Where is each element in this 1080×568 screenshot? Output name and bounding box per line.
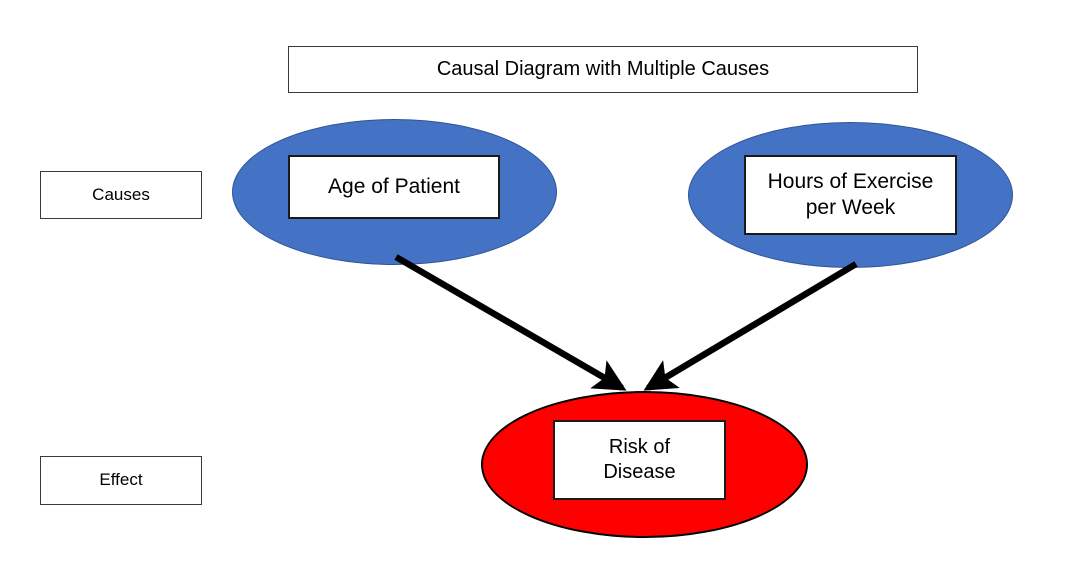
- legend-label-effect: Effect: [40, 456, 202, 505]
- node-label-risk-of-disease: Risk of Disease: [553, 420, 726, 500]
- edge-exercise-to-risk: [643, 261, 858, 391]
- node-age-of-patient[interactable]: Age of Patient: [232, 119, 557, 265]
- node-label-age-of-patient: Age of Patient: [288, 155, 500, 219]
- diagram-title: Causal Diagram with Multiple Causes: [288, 46, 918, 93]
- node-label-hours-of-exercise: Hours of Exercise per Week: [744, 155, 957, 235]
- edge-age-to-risk: [394, 254, 627, 391]
- node-hours-of-exercise[interactable]: Hours of Exercise per Week: [688, 122, 1013, 268]
- legend-label-causes: Causes: [40, 171, 202, 219]
- node-risk-of-disease[interactable]: Risk of Disease: [481, 391, 808, 538]
